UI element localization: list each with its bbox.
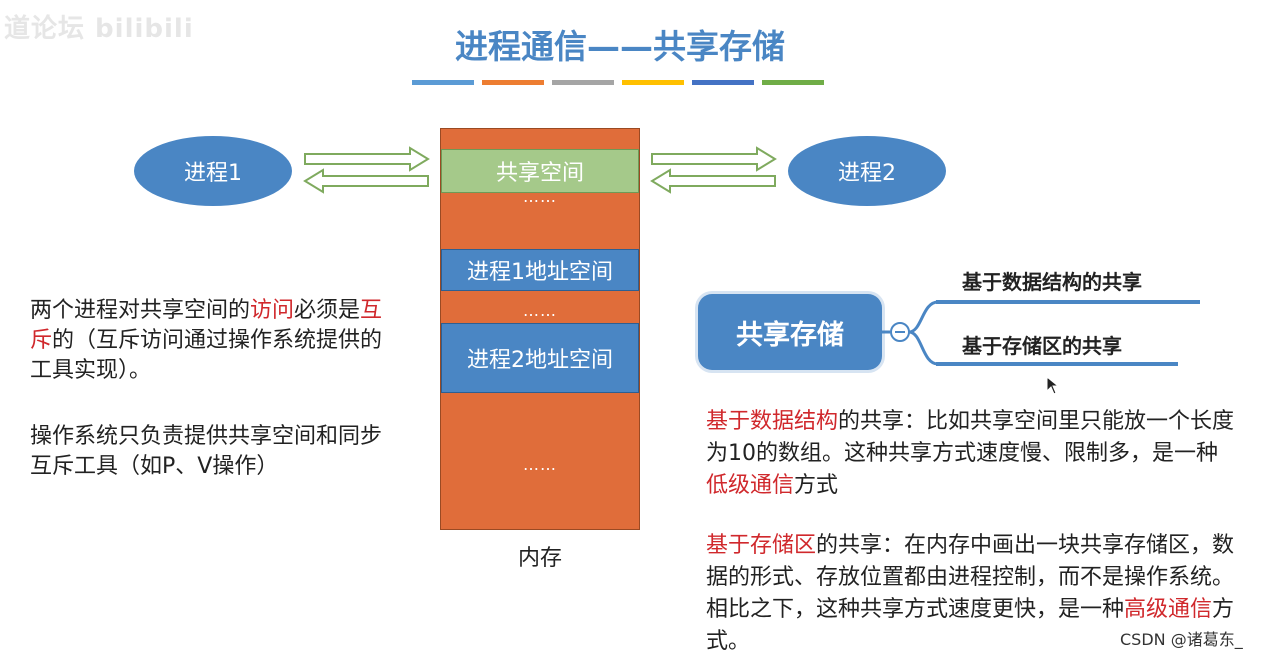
color-bar-segment	[622, 80, 684, 85]
note-a-low-level: 低级通信	[706, 473, 795, 498]
mindmap-root-label: 共享存储	[736, 319, 844, 351]
color-bar-segment	[412, 80, 474, 85]
memory-block: 共享空间 …… 进程1地址空间 …… 进程2地址空间 ……	[440, 128, 640, 530]
note-a-tail: 方式	[794, 473, 839, 498]
mutex-note-mutex: 互斥	[30, 298, 383, 353]
mindmap-branch-data-structure: 基于数据结构的共享	[962, 270, 1142, 294]
process2-node: 进程2	[788, 136, 946, 206]
note-b-highlight: 基于存储区	[706, 533, 817, 558]
shared-space: 共享空间	[441, 149, 639, 193]
note-b-tail: 方式。	[706, 597, 1235, 654]
mutex-note-access: 访问	[250, 298, 295, 323]
note-b-body: 的共享：在内存中画出一块共享存储区，数据的形式、存放位置都由进程控制，而不是操作…	[706, 533, 1235, 622]
watermark: 道论坛 bilibili	[4, 14, 194, 44]
mindmap-branch-storage-area: 基于存储区的共享	[962, 334, 1122, 358]
memory-label: 内存	[517, 546, 562, 571]
data-structure-sharing-note: 基于数据结构的共享：比如共享空间里只能放一个长度为10的数组。这种共享方式速度慢…	[706, 406, 1236, 502]
note-a-highlight: 基于数据结构	[706, 409, 839, 434]
mutex-note: 两个进程对共享空间的访问必须是互斥的（互斥访问通过操作系统提供的工具实现）。	[30, 296, 390, 386]
page-title: 进程通信——共享存储	[455, 27, 785, 66]
process2-label: 进程2	[838, 161, 896, 186]
memory-dots-3: ……	[523, 455, 557, 474]
mutex-note-part3: 的（互斥访问通过操作系统提供的工具实现）。	[30, 328, 383, 383]
csdn-watermark: CSDN @诸葛东_	[1120, 630, 1243, 649]
p1-address-space-label: 进程1地址空间	[467, 260, 613, 285]
color-bar-segment	[482, 80, 544, 85]
process1-node: 进程1	[134, 136, 292, 206]
mindmap-branch2-line	[936, 362, 1178, 366]
process1-label: 进程1	[184, 161, 242, 186]
mindmap-connector	[882, 300, 939, 366]
p2-address-space: 进程2地址空间	[441, 323, 639, 393]
mindmap-branch1-line	[936, 300, 1200, 304]
p1-address-space: 进程1地址空间	[441, 249, 639, 291]
color-bar-segment	[692, 80, 754, 85]
color-bar-segment	[552, 80, 614, 85]
mouse-cursor-icon	[1046, 376, 1060, 395]
arrow-right-1	[304, 146, 430, 172]
p2-address-space-label: 进程2地址空间	[467, 348, 613, 373]
color-bar-segment	[762, 80, 824, 85]
os-note: 操作系统只负责提供共享空间和同步互斥工具（如P、V操作）	[30, 424, 383, 479]
shared-space-label: 共享空间	[495, 161, 584, 186]
memory-dots-2: ……	[523, 301, 557, 320]
mindmap-root: 共享存储	[698, 294, 882, 370]
storage-area-sharing-note: 基于存储区的共享：在内存中画出一块共享存储区，数据的形式、存放位置都由进程控制，…	[706, 530, 1236, 658]
mutex-note-part2: 必须是	[294, 298, 361, 323]
arrow-right-2	[651, 146, 777, 172]
note-b-high-level: 高级通信	[1124, 597, 1213, 622]
arrow-left-1	[303, 168, 429, 194]
memory-dots-1: ……	[523, 187, 557, 206]
note-a-body: 的共享：比如共享空间里只能放一个长度为10的数组。这种共享方式速度慢、限制多，是…	[706, 409, 1235, 466]
mutex-note-part1: 两个进程对共享空间的	[30, 298, 251, 323]
arrow-left-2	[650, 168, 776, 194]
